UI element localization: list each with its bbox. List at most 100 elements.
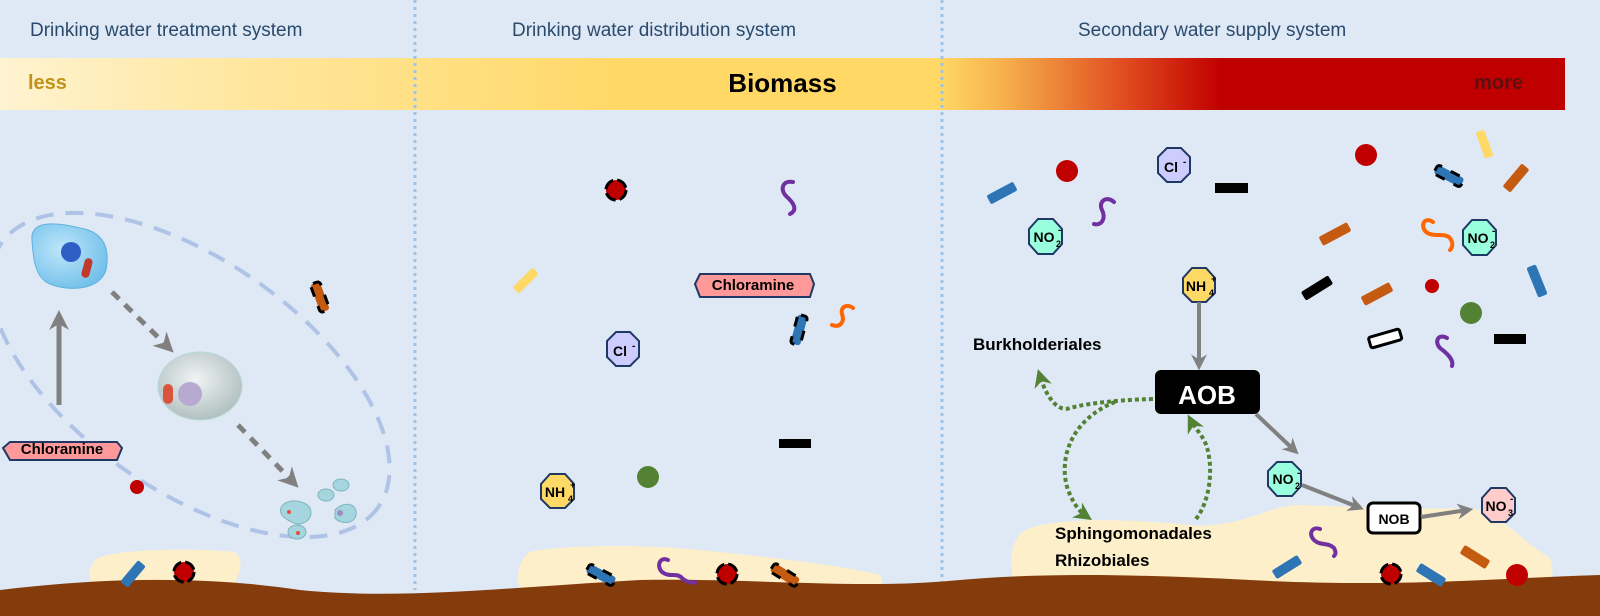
chloramine-label: Chloramine [712,277,795,294]
bacterium-blue-icon [584,563,618,587]
biomass-more-label: more [1474,72,1523,94]
subscript-label: 4 [568,494,573,504]
charge-label: - [1058,225,1061,236]
orange-rod-icon [1319,222,1351,246]
black-rod-icon [1494,334,1526,344]
nitrite-ion-icon: NO 2 - [1267,461,1302,497]
bacterium-orange-icon [769,562,801,588]
section-title-treatment: Drinking water treatment system [30,20,303,41]
ammonium-ion-icon: NH 4 + [1182,267,1216,303]
worm-icon [780,179,797,216]
charge-label: - [1183,157,1186,168]
worm-icon [1435,334,1455,368]
arrow-icon [1420,503,1474,520]
red-particle-icon [1506,564,1528,586]
charge-label: - [1492,226,1495,237]
yellow-rod-icon [513,268,538,293]
subscript-label: 3 [1508,508,1513,518]
chloramine-label: Chloramine [21,441,104,458]
hollow-rod-icon [1367,327,1404,350]
biomass-label: Biomass [728,68,837,98]
arrow-icon [1301,483,1364,511]
red-particle-icon [1425,279,1439,293]
nob-label: NOB [1378,511,1409,527]
green-dotted-arrow-icon [1062,400,1116,520]
black-rod-icon [1215,183,1248,193]
orange-rod-icon [1361,282,1393,306]
lysed-cell-fragments-icon [279,478,357,540]
bacterium-blue-icon [789,313,809,347]
burkholderiales-label: Burkholderiales [973,335,1102,354]
worm-icon [1092,197,1116,227]
yellow-rod-icon [1476,130,1493,159]
blue-rod-icon [1526,264,1548,298]
damaged-cell-icon [157,351,243,421]
nob-box: NOB [1366,501,1422,535]
dashed-arrow-icon [236,423,299,488]
arrow-icon [1254,412,1299,455]
dashed-arrow-icon [110,290,174,353]
nitrite-ion-icon: NO 2 - [1028,218,1063,255]
chloride-ion-icon: Cl - [606,331,640,367]
subscript-label: 2 [1056,239,1061,249]
nitrite-label: NO [1468,230,1489,246]
black-rod-icon [1301,276,1333,300]
worm-icon [1421,218,1455,252]
chloride-ion-icon: Cl - [1157,147,1191,183]
worm-icon [657,557,697,585]
red-particle-icon [130,480,144,494]
worm-icon [1309,526,1338,558]
charge-label: - [632,341,635,352]
red-particle-icon [715,562,739,586]
rhizobiales-label: Rhizobiales [1055,551,1149,570]
red-particle-icon [1056,160,1078,182]
biomass-gradient-bar: less Biomass more [0,58,1565,110]
red-particle-icon [172,560,196,584]
nitrite-ion-icon: NO 2 - [1462,219,1497,256]
aob-box: AOB [1155,370,1260,414]
blue-rod-icon [1272,555,1302,579]
orange-rod-icon [1460,545,1490,569]
subscript-label: 2 [1490,240,1495,250]
red-particle-icon [1379,562,1403,586]
chloride-label: Cl [613,343,627,359]
charge-label: - [1297,468,1300,479]
worm-icon [830,304,855,328]
charge-label: + [1211,274,1216,284]
sphingomonadales-label: Sphingomonadales [1055,524,1212,543]
green-dotted-arrow-icon [1034,369,1154,411]
cell-lifecycle-loop [0,210,392,540]
charge-label: - [1510,494,1513,505]
red-particle-icon [1355,144,1377,166]
green-dotted-arrow-icon [1187,414,1213,521]
section-title-secondary: Secondary water supply system [1078,20,1347,41]
nitrate-label: NO [1486,498,1507,514]
ammonium-ion-icon: NH 4 + [540,473,575,509]
chloramine-tag: Chloramine [693,273,816,298]
green-particle-icon [1460,302,1482,324]
healthy-cell-icon [31,223,108,289]
subscript-label: 4 [1209,288,1214,298]
bacterium-orange-icon [309,280,331,314]
ammonium-label: NH [545,484,565,500]
nitrite-label: NO [1273,471,1294,487]
orange-rod-icon [1503,164,1529,192]
subscript-label: 2 [1295,481,1300,491]
biomass-less-label: less [28,72,67,94]
blue-rod-icon [120,560,146,588]
nitrite-label: NO [1034,229,1055,245]
ammonium-label: NH [1186,278,1206,294]
blue-rod-icon [1416,563,1446,587]
chloramine-tag: Chloramine [1,441,124,461]
aob-label: AOB [1178,380,1236,410]
red-particle-icon [604,178,628,202]
pipe-sediment [0,575,1600,616]
charge-label: + [570,480,575,490]
nitrate-ion-icon: NO 3 - [1481,487,1516,523]
black-rod-icon [779,439,811,448]
section-title-distribution: Drinking water distribution system [512,20,797,41]
blue-rod-icon [987,182,1017,204]
chloride-label: Cl [1164,159,1178,175]
